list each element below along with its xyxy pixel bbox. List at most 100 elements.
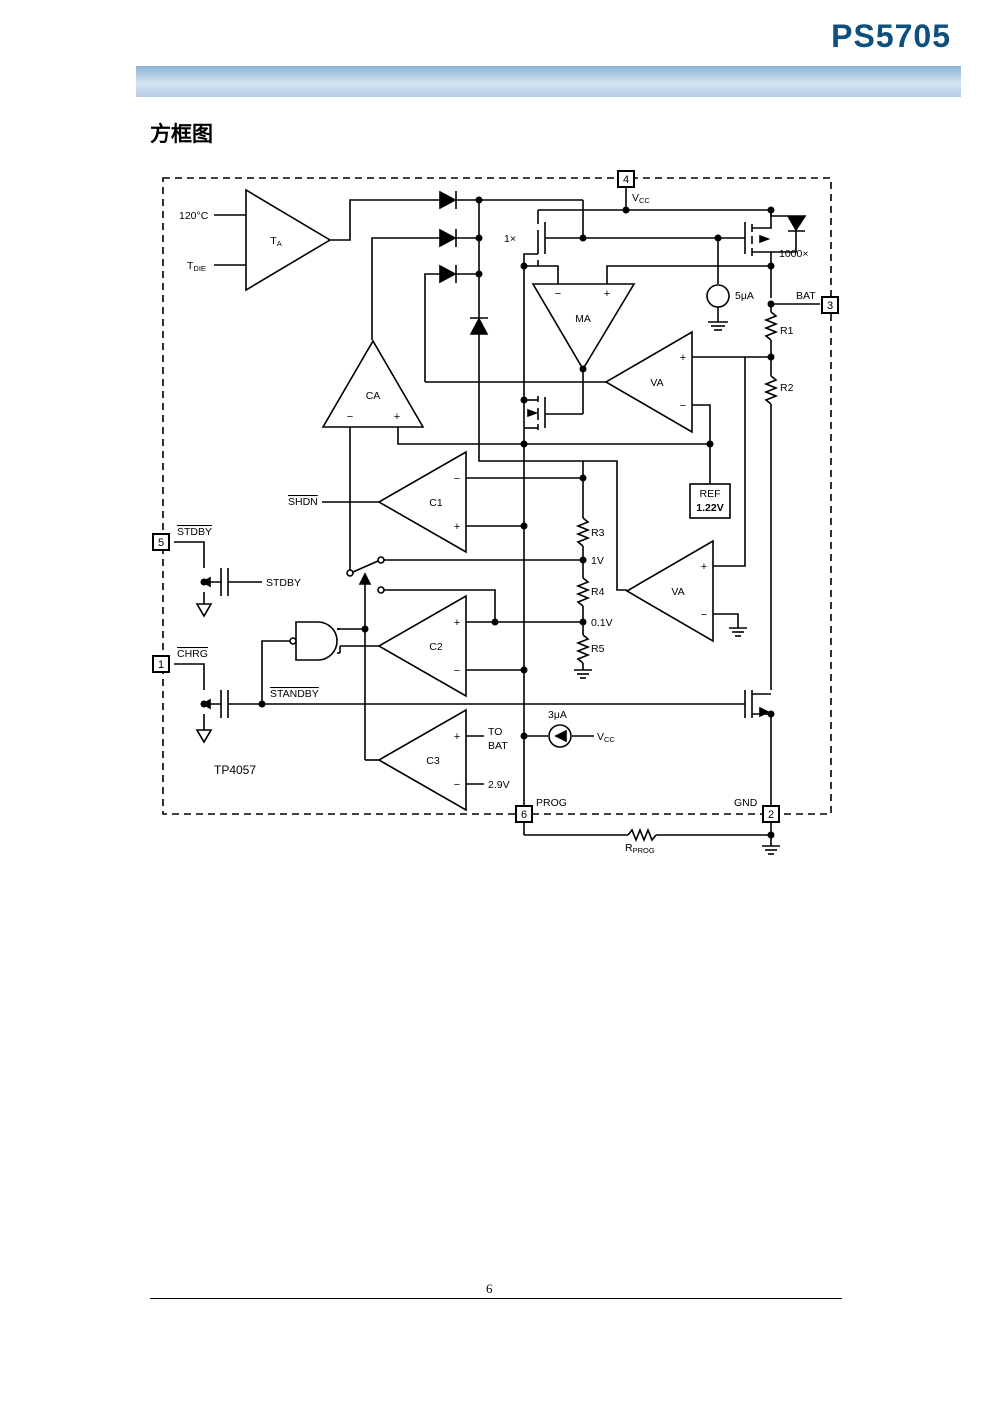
three-ua-label: 3μA <box>548 709 567 721</box>
chip-boundary <box>162 177 832 815</box>
footer-rule <box>150 1298 842 1299</box>
svg-text:RPROG: RPROG <box>625 842 655 855</box>
c3-comparator <box>377 708 467 812</box>
pin-5-label: 5 <box>158 537 164 549</box>
stdby-pin-name: STDBY <box>177 526 212 538</box>
svg-text:VCC: VCC <box>632 192 650 205</box>
bat-threshold-label: BAT <box>488 740 508 752</box>
rprog-resistor <box>627 827 657 843</box>
r1-resistor <box>763 311 779 341</box>
pin-6-label: 6 <box>521 809 527 821</box>
block-diagram: 4 3 5 1 6 2 VCC BAT GND PROG STDBY CHRG … <box>152 170 839 855</box>
r1-label: R1 <box>780 325 794 337</box>
r2-resistor <box>763 375 779 405</box>
pin-1-box <box>152 655 170 673</box>
one-x-label: 1× <box>504 233 516 245</box>
ca-minus: − <box>347 411 353 423</box>
diode-2 <box>439 228 457 248</box>
c1-minus: − <box>454 473 460 485</box>
and-gate <box>295 621 338 661</box>
va-upper-minus: − <box>680 400 686 412</box>
pin-5-box <box>152 533 170 551</box>
va-upper-label: VA <box>650 377 663 389</box>
vcc-source-subscript: CC <box>604 735 615 744</box>
c2-minus: − <box>454 665 460 677</box>
va-upper-amplifier <box>604 330 693 434</box>
vcc-source-label: V <box>597 731 604 743</box>
section-heading: 方框图 <box>150 122 213 146</box>
prog-pin-name: PROG <box>536 797 567 809</box>
ref-label-line1: REF <box>700 488 721 500</box>
v1-label: 1V <box>591 555 604 567</box>
thousand-x-label: 1000× <box>779 248 809 260</box>
bat-pin-name: BAT <box>796 290 816 302</box>
r2-label: R2 <box>780 382 794 394</box>
c1-label: C1 <box>429 497 443 509</box>
pin-2-label: 2 <box>768 809 774 821</box>
c2-comparator <box>377 594 467 698</box>
c3-minus: − <box>454 779 460 791</box>
c3-label: C3 <box>426 755 440 767</box>
c2-plus: + <box>454 617 460 629</box>
svg-text:VCC: VCC <box>597 731 615 744</box>
tdie-label: T <box>187 260 194 272</box>
va-lower-minus: − <box>701 609 707 621</box>
pin-2-box <box>762 805 780 823</box>
ta-subscript: A <box>277 239 282 248</box>
vcc-pin-name: V <box>632 192 639 204</box>
pin-4-label: 4 <box>623 174 629 186</box>
rprog-label: R <box>625 842 633 854</box>
svg-text:TA: TA <box>270 235 281 248</box>
va-lower-plus: + <box>701 561 707 573</box>
ca-plus: + <box>394 411 400 423</box>
c2-label: C2 <box>429 641 443 653</box>
va-upper-plus: + <box>680 352 686 364</box>
pin-6-box <box>515 805 533 823</box>
stdby-signal-label: STDBY <box>266 577 301 589</box>
page-number: 6 <box>486 1281 493 1296</box>
ma-minus: − <box>555 288 561 300</box>
shdn-label: SHDN <box>288 496 318 508</box>
document-title: PS5705 <box>831 18 951 54</box>
c1-plus: + <box>454 521 460 533</box>
ma-plus: + <box>604 288 610 300</box>
rprog-subscript: PROG <box>633 846 655 855</box>
v29-label: 2.9V <box>488 779 510 791</box>
chip-name-label: TP4057 <box>214 763 256 777</box>
diode-3 <box>439 264 457 284</box>
gnd-pin-name: GND <box>734 797 758 809</box>
pin-4-box <box>617 170 635 188</box>
pin-3-label: 3 <box>827 300 833 312</box>
va-lower-amplifier <box>625 539 714 643</box>
r3-resistor <box>575 517 591 547</box>
ta-amplifier <box>245 188 332 292</box>
tdie-subscript: DIE <box>193 264 206 273</box>
chrg-pin-name: CHRG <box>177 648 208 660</box>
five-ua-label: 5μA <box>735 290 754 302</box>
to-label: TO <box>488 726 502 738</box>
standby-label: STANDBY <box>270 688 319 700</box>
pin-3-box <box>821 296 839 314</box>
diode-4 <box>469 317 489 335</box>
ta-label: T <box>270 235 277 247</box>
ma-label: MA <box>575 313 591 325</box>
c1-comparator <box>377 450 467 554</box>
ca-label: CA <box>366 390 381 402</box>
header-band <box>136 66 961 97</box>
ref-label-line2: 1.22V <box>696 502 723 514</box>
diode-1 <box>439 190 457 210</box>
c3-plus: + <box>454 731 460 743</box>
diode-5 <box>786 215 807 232</box>
va-lower-label: VA <box>671 586 684 598</box>
r3-label: R3 <box>591 527 605 539</box>
r5-label: R5 <box>591 643 605 655</box>
ca-amplifier <box>321 339 425 428</box>
v01-label: 0.1V <box>591 617 613 629</box>
r4-resistor <box>575 577 591 607</box>
vcc-pin-subscript: CC <box>639 196 650 205</box>
r5-resistor <box>575 634 591 664</box>
ma-amplifier <box>531 283 636 371</box>
temp-120-label: 120°C <box>179 210 209 222</box>
pin-1-label: 1 <box>158 659 164 671</box>
r4-label: R4 <box>591 586 605 598</box>
